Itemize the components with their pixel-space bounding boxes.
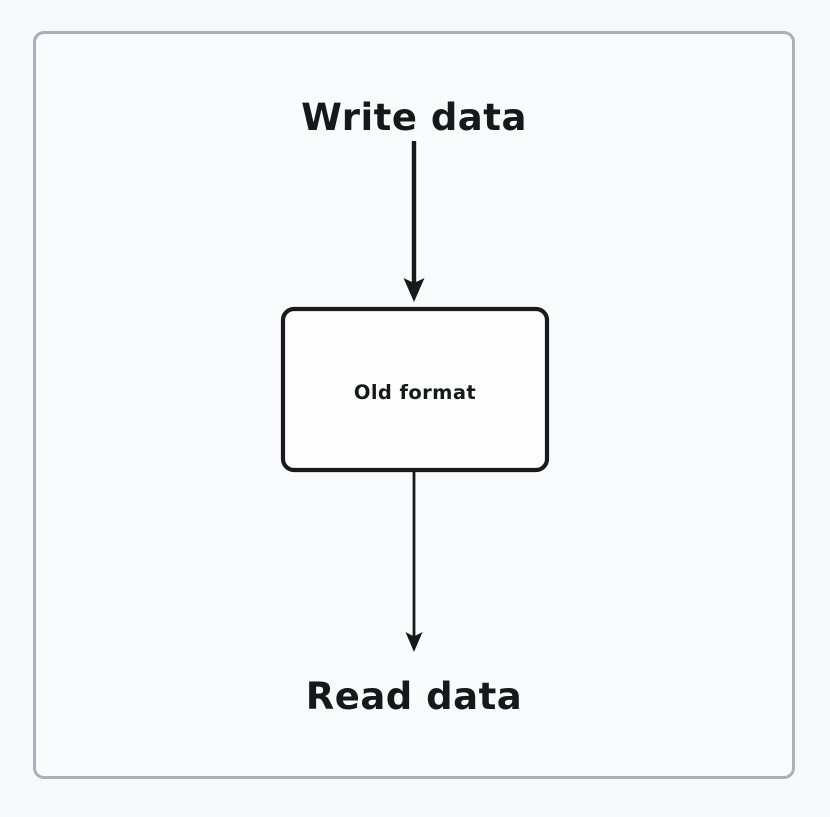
node-old-format[interactable]: Old format bbox=[280, 306, 550, 473]
node-old-format-shape[interactable] bbox=[280, 306, 550, 473]
